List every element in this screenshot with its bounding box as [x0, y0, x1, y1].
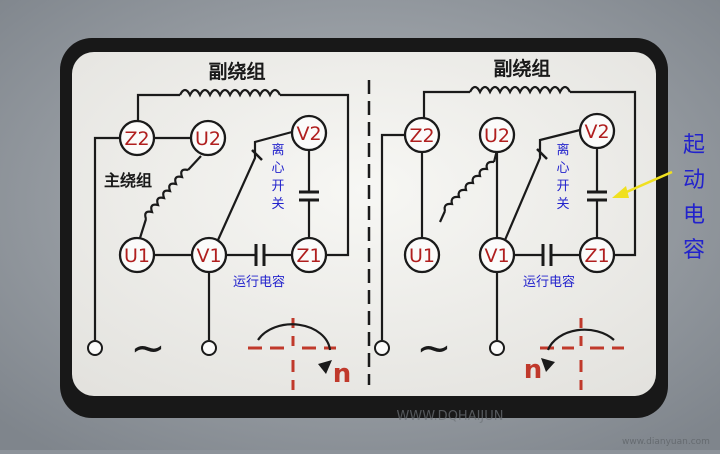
left-rotation-arrowhead [318, 360, 332, 374]
right-terminal-v2: V2 [578, 112, 616, 150]
left-terminal-v1-label: V1 [196, 245, 221, 267]
svg-text:关: 关 [271, 197, 284, 212]
left-main-winding-label: 主绕组 [104, 171, 152, 190]
start-cap-label-char-1: 起 [683, 133, 705, 158]
watermark-text: WWW.DQHAIJUN [396, 409, 503, 424]
right-main-wire-bottom [438, 210, 447, 223]
right-aux-winding-label: 副绕组 [493, 57, 550, 80]
svg-text:心: 心 [271, 161, 284, 176]
right-rotation-symbol [540, 318, 624, 390]
right-terminal-v1-label: V1 [484, 245, 509, 267]
svg-text:开: 开 [556, 179, 569, 194]
right-switch-contact [536, 148, 548, 160]
right-centrifugal-switch [503, 128, 581, 241]
left-terminal-u2: U2 [189, 119, 227, 157]
right-ac-symbol: ~ [416, 323, 451, 372]
start-cap-label-char-4: 容 [683, 238, 705, 263]
right-aux-wire-left [422, 90, 470, 122]
right-power-terminal-b [489, 340, 505, 356]
left-aux-winding-label: 副绕组 [208, 60, 265, 83]
start-cap-callout-arrowhead [612, 186, 629, 198]
left-terminal-u1: U1 [118, 236, 156, 274]
left-switch-label: 离 心 开 关 [271, 142, 284, 212]
right-terminal-z2: Z2 [403, 116, 441, 154]
left-run-cap-label: 运行电容 [233, 274, 285, 290]
right-aux-wire-right [570, 90, 637, 257]
right-wire-z2-down [380, 133, 406, 340]
start-cap-label-char-3: 电 [683, 203, 705, 228]
right-terminal-v2-label: V2 [584, 121, 609, 143]
left-main-winding-coil [144, 168, 189, 220]
left-power-terminal-b [201, 340, 217, 356]
left-rotation-label: n [333, 359, 352, 389]
left-main-wire-bottom [138, 218, 148, 239]
site-mark-text: www.dianyuan.com [622, 437, 710, 447]
left-aux-wire-right [280, 93, 350, 257]
left-rotation-symbol [248, 318, 336, 390]
left-ac-symbol: ~ [130, 323, 165, 372]
right-diagram [380, 85, 637, 340]
right-main-winding-coil [443, 160, 495, 212]
right-terminals: Z2 U2 V2 U1 V1 Z1 [374, 112, 616, 356]
left-terminal-z1: Z1 [290, 236, 328, 274]
left-main-wire-top [187, 155, 202, 171]
left-power-terminal-a [87, 340, 103, 356]
start-cap-callout: 起 动 电 容 [612, 133, 705, 263]
left-diagram [93, 88, 350, 340]
svg-text:离: 离 [271, 142, 284, 158]
right-terminal-v1: V1 [478, 236, 516, 274]
right-terminal-u1: U1 [403, 236, 441, 274]
svg-text:离: 离 [556, 142, 569, 158]
left-terminal-u1-label: U1 [124, 245, 150, 267]
left-terminal-v2-label: V2 [296, 123, 321, 145]
right-power-terminal-a [374, 340, 390, 356]
start-cap-callout-arrow-line [621, 170, 673, 196]
right-terminal-u1-label: U1 [409, 245, 435, 267]
svg-text:关: 关 [556, 197, 569, 212]
right-aux-winding-coil [469, 85, 571, 95]
start-cap-label-char-2: 动 [683, 168, 705, 193]
right-terminal-u2: U2 [478, 116, 516, 154]
svg-text:心: 心 [556, 161, 569, 176]
right-rotation-arrowhead [541, 358, 555, 372]
right-rotation-label: n [524, 355, 543, 385]
left-terminal-z1-label: Z1 [296, 245, 321, 267]
left-terminal-z2-label: Z2 [124, 128, 149, 150]
right-terminal-z2-label: Z2 [409, 125, 434, 147]
svg-text:开: 开 [271, 179, 284, 194]
right-switch-label: 离 心 开 关 [556, 142, 569, 212]
left-terminal-z2: Z2 [118, 119, 156, 157]
left-terminal-u2-label: U2 [195, 128, 221, 150]
right-terminal-u2-label: U2 [484, 125, 510, 147]
left-terminal-v1: V1 [190, 236, 228, 274]
right-terminal-z1-label: Z1 [584, 245, 609, 267]
left-centrifugal-switch [216, 130, 293, 241]
left-switch-contact [251, 149, 263, 161]
right-run-cap-label: 运行电容 [523, 274, 575, 290]
right-terminal-z1: Z1 [578, 236, 616, 274]
left-aux-winding-coil [179, 88, 281, 98]
left-aux-wire-left [136, 93, 180, 122]
left-terminal-v2: V2 [290, 114, 328, 152]
left-terminals: Z2 U2 V2 U1 V1 Z1 [87, 114, 328, 356]
left-wire-z2-down [93, 136, 120, 340]
